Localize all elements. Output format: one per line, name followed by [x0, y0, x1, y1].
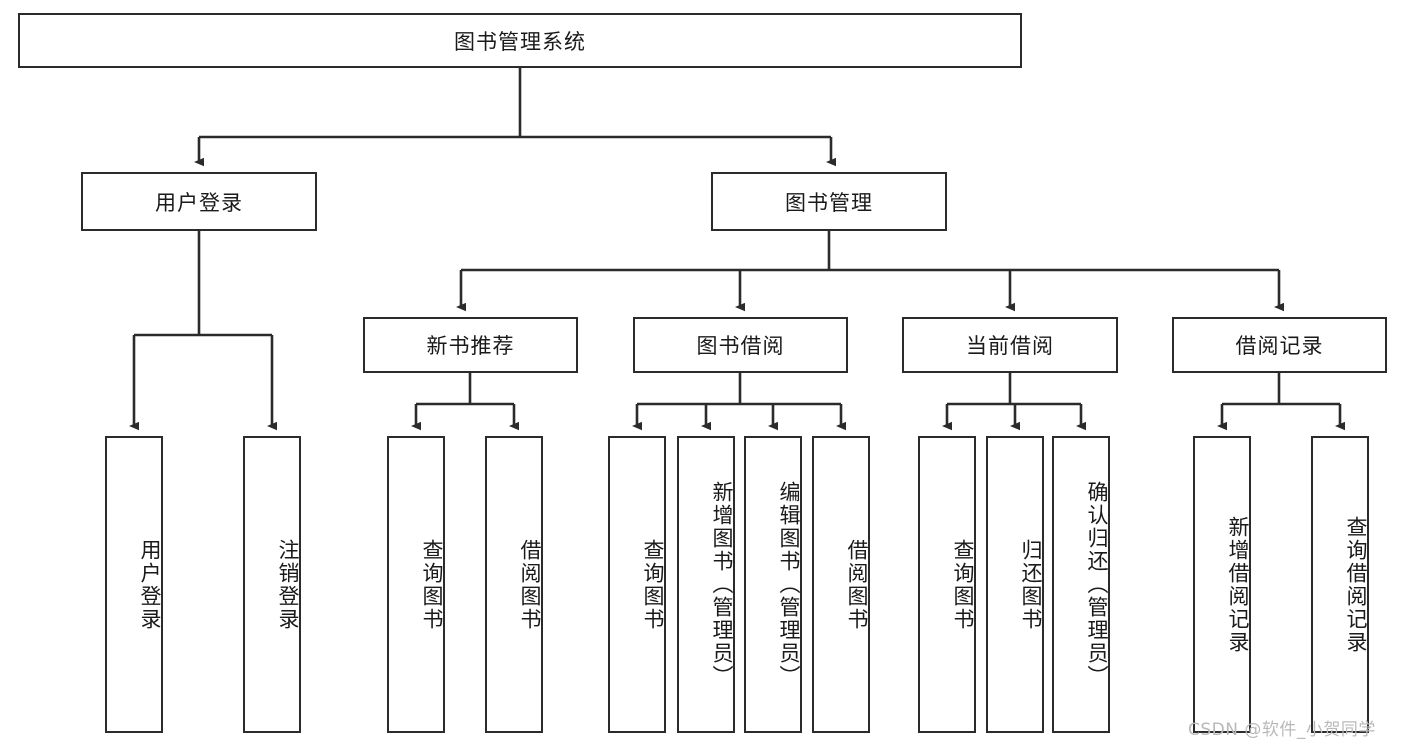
node-label: 编辑图书（管理员）	[777, 481, 801, 688]
node-book-borrow[interactable]: 图书借阅	[633, 317, 848, 373]
node-label: 用户登录	[155, 190, 243, 215]
node-label: 确认归还（管理员）	[1085, 481, 1109, 688]
node-label: 新增借阅记录	[1226, 515, 1250, 654]
node-leaf-logout-login[interactable]: 注销登录	[243, 436, 301, 733]
node-user-login[interactable]: 用户登录	[81, 172, 317, 231]
node-label: 借阅记录	[1235, 334, 1324, 358]
node-label: 当前借阅	[966, 334, 1054, 358]
node-leaf-return-book[interactable]: 归还图书	[986, 436, 1044, 733]
node-leaf-user-login[interactable]: 用户登录	[105, 436, 163, 733]
node-leaf-borrow-book-recommend[interactable]: 借阅图书	[485, 436, 543, 733]
node-label: 借阅图书	[518, 538, 542, 631]
node-current-borrow[interactable]: 当前借阅	[902, 317, 1118, 373]
node-leaf-add-book-admin[interactable]: 新增图书（管理员）	[677, 436, 735, 733]
node-label: 用户登录	[138, 538, 162, 631]
node-leaf-add-borrow-record[interactable]: 新增借阅记录	[1193, 436, 1251, 733]
node-label: 借阅图书	[845, 538, 869, 631]
node-leaf-edit-book-admin[interactable]: 编辑图书（管理员）	[744, 436, 802, 733]
node-leaf-query-book-recommend[interactable]: 查询图书	[387, 436, 445, 733]
node-label: 查询借阅记录	[1344, 515, 1368, 654]
node-new-book-recommend[interactable]: 新书推荐	[363, 317, 578, 373]
node-leaf-query-book-current[interactable]: 查询图书	[918, 436, 976, 733]
node-borrow-record[interactable]: 借阅记录	[1172, 317, 1387, 373]
node-label: 图书管理	[785, 190, 873, 215]
csdn-watermark: CSDN @软件_小贺同学	[1188, 720, 1376, 740]
node-label: 新书推荐	[426, 334, 515, 358]
node-leaf-confirm-return-admin[interactable]: 确认归还（管理员）	[1052, 436, 1110, 733]
node-label: 图书借阅	[696, 334, 785, 358]
node-leaf-query-borrow-record[interactable]: 查询借阅记录	[1311, 436, 1369, 733]
node-label: 归还图书	[1019, 538, 1043, 631]
node-label: 查询图书	[420, 538, 444, 631]
node-label: 新增图书（管理员）	[710, 481, 734, 688]
node-label: 图书管理系统	[454, 29, 586, 54]
node-leaf-query-book-borrow[interactable]: 查询图书	[608, 436, 666, 733]
node-label: 注销登录	[276, 538, 300, 631]
node-label: 查询图书	[951, 538, 975, 631]
node-book-management[interactable]: 图书管理	[711, 172, 947, 231]
node-leaf-borrow-book[interactable]: 借阅图书	[812, 436, 870, 733]
node-root-book-management-system[interactable]: 图书管理系统	[18, 13, 1022, 68]
node-label: 查询图书	[641, 538, 665, 631]
